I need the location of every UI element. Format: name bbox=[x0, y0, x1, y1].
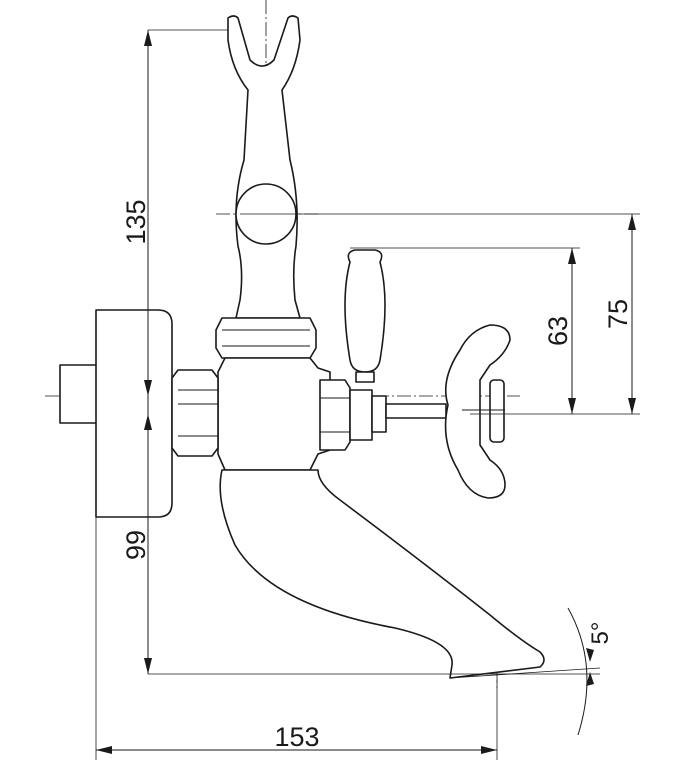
valve-body bbox=[171, 317, 447, 471]
cross-handle bbox=[444, 324, 511, 499]
dim-99-label: 99 bbox=[121, 530, 151, 560]
lever-handle bbox=[344, 249, 386, 383]
dim-angle-label: 5° bbox=[587, 622, 614, 645]
spout bbox=[219, 469, 545, 679]
dimension-lines bbox=[95, 29, 640, 760]
dim-75-label: 75 bbox=[603, 299, 633, 329]
dim-153-label: 153 bbox=[274, 722, 319, 752]
dim-135-label: 135 bbox=[121, 199, 151, 244]
dim-63-label: 63 bbox=[543, 316, 573, 346]
shower-holder bbox=[227, 15, 301, 319]
wall-flange bbox=[59, 309, 173, 518]
